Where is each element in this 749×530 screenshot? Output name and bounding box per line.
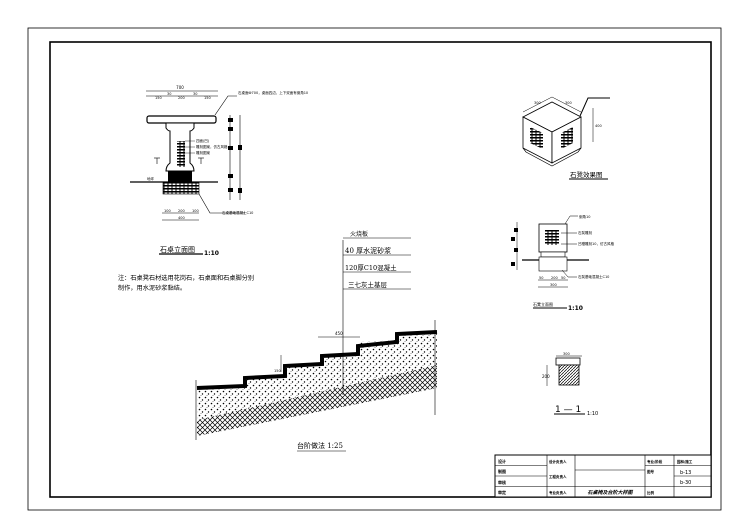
layer-label: 三七灰土基层 [348, 280, 388, 289]
dim-part: 150 [204, 96, 211, 100]
steps-title: 台阶做法 1:25 [297, 441, 343, 450]
dim-base: 200 [178, 209, 185, 213]
drawing-number: b-30 [680, 480, 691, 486]
dim: 200 [542, 374, 550, 379]
dim: 300 [534, 101, 541, 105]
inner-border [49, 41, 712, 498]
dim-part: 30 [167, 92, 171, 96]
layer-label: 120厚C10混凝土 [345, 263, 397, 272]
callout: 雕刻图案 [196, 150, 210, 155]
ground-label: 地坪 [147, 176, 154, 181]
section-1-1: 300 200 1 — 1 1:10 [542, 352, 598, 417]
table-elevation-title: 石桌立面图 [160, 245, 195, 254]
dim: 50 [561, 276, 565, 280]
callout: 雕刻图案，仿古风格 [196, 144, 228, 149]
stone-stool-elevation: 倒角10 石凳雕刻 凹槽雕刻10，仿古风格 石凳基础混凝土C10 50 200 … [511, 214, 614, 312]
tb-label: 设计负责人 [549, 459, 567, 464]
note-line-2: 制作，用水泥砂浆黏结。 [118, 284, 186, 292]
stool-iso-title: 石凳效果图 [570, 170, 603, 179]
tb-label: 设计 [498, 458, 506, 464]
callout: 石凳基础混凝土C10 [578, 274, 609, 279]
dim-top: 700 [176, 85, 184, 90]
dim-base: 100 [192, 209, 199, 213]
tb-label: 审核 [498, 479, 506, 485]
tb-label: 专业/阶段 [647, 459, 663, 464]
dim-tread: 450 [335, 331, 343, 336]
callout-table-top: 石桌面Ф700，桌面四边，上下双面有倒角10 [238, 90, 308, 95]
callout: 凹槽雕刻10，仿古风格 [578, 241, 614, 246]
dim: 300 [563, 352, 570, 356]
callout-base: 石桌基础混凝土C10 [222, 210, 253, 215]
outer-border [27, 27, 722, 511]
stool-elevation-title: 石凳立面图 [533, 301, 553, 307]
tb-label: 审定 [498, 489, 506, 495]
dim: 50 [539, 276, 543, 280]
callout: 石凳雕刻 [578, 230, 592, 235]
stool-elevation-scale: 1:10 [568, 305, 583, 312]
dim: 300 [550, 283, 557, 287]
dim: 400 [595, 124, 602, 128]
dim-part: 150 [155, 96, 162, 100]
dim-part: 200 [178, 96, 185, 100]
stone-table-elevation: 700 150 30 200 30 150 地坪 石桌面Ф700，桌面四边，上下… [130, 85, 308, 257]
drawing-name: 石桌椅及台阶大样图 [587, 489, 633, 496]
callout: 四面(凹) [196, 138, 210, 143]
callout: 倒角10 [579, 214, 590, 219]
step-section: 火烧板 40 厚水泥砂浆 120厚C10混凝土 三七灰土基层 450 150 台… [195, 230, 438, 452]
table-elevation-scale: 1:10 [204, 250, 219, 257]
dim-part: 30 [193, 92, 197, 96]
tb-label: 制图 [498, 468, 506, 474]
stone-stool-isometric: 300 300 400 石凳效果图 [522, 96, 610, 180]
section-scale: 1:10 [587, 411, 598, 417]
title-block: 设计 制图 审核 审定 设计负责人 工程负责人 专业负责人 石桌椅及台阶大样图 … [494, 454, 712, 498]
dim-base-total: 400 [178, 216, 185, 220]
dim-riser: 150 [274, 369, 281, 373]
tb-value: 园林/施工 [677, 459, 693, 464]
dim: 200 [551, 276, 558, 280]
tb-label: 工程负责人 [549, 474, 567, 479]
dim-base: 100 [164, 209, 171, 213]
drawing-number: b-13 [680, 470, 691, 476]
section-title: 1 — 1 [555, 405, 581, 415]
tb-label: 比例 [647, 490, 655, 495]
layer-label: 40 厚水泥砂浆 [345, 246, 391, 255]
tb-label: 图号 [647, 469, 655, 474]
note-line-1: 注：石桌凳石材选用花岗石，石桌面和石桌脚分别 [118, 274, 254, 282]
note: 注：石桌凳石材选用花岗石，石桌面和石桌脚分别 制作，用水泥砂浆黏结。 [118, 274, 254, 292]
layer-label: 火烧板 [350, 230, 368, 238]
tb-label: 专业负责人 [549, 490, 567, 495]
dim: 300 [565, 101, 572, 105]
